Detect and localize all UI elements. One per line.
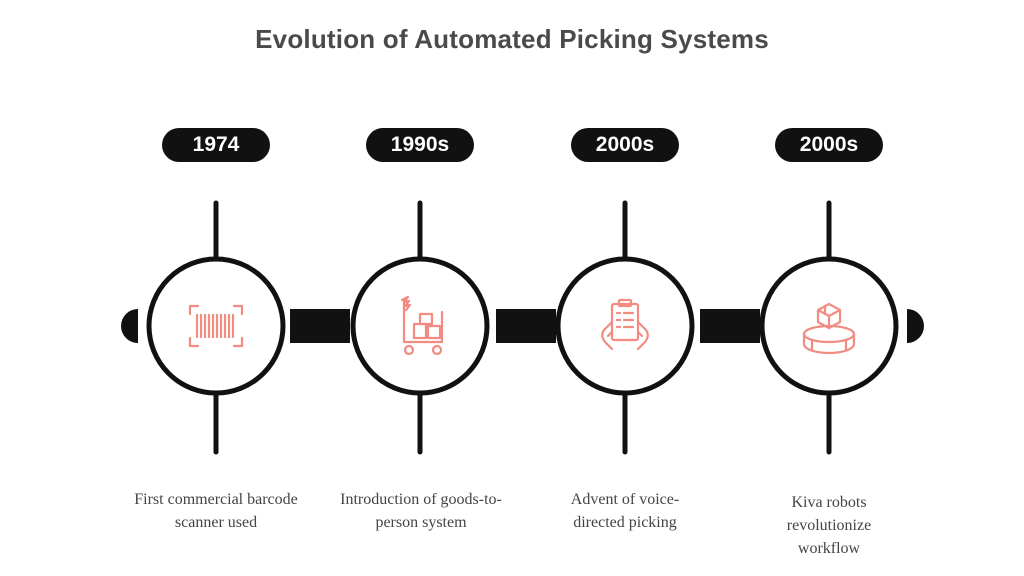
page-title: Evolution of Automated Picking Systems [255,24,769,54]
milestone-circle [350,256,490,396]
milestone-year-4: 2000s [775,128,883,162]
timeline-end-cap [907,309,924,343]
robot-box-icon [802,302,856,355]
cart-boxes-icon [400,295,444,356]
timeline-connector [496,309,556,343]
milestone-description-1: First commercial barcode scanner used [134,491,298,531]
timeline-start-cap [121,309,138,343]
milestone-description-2: Introduction of goods-to-person system [340,491,502,531]
barcode-scanner-icon [188,304,244,348]
milestone-year-1: 1974 [162,128,270,162]
timeline-connector [700,309,760,343]
milestone-description-4: Kiva robots revolutionize workflow [786,494,872,557]
timeline-connector [290,309,350,343]
clipboard-hands-icon [601,298,649,351]
milestone-year-3: 2000s [571,128,679,162]
milestone-description-3: Advent of voice-directed picking [570,491,680,531]
milestone-year-2: 1990s [366,128,474,162]
